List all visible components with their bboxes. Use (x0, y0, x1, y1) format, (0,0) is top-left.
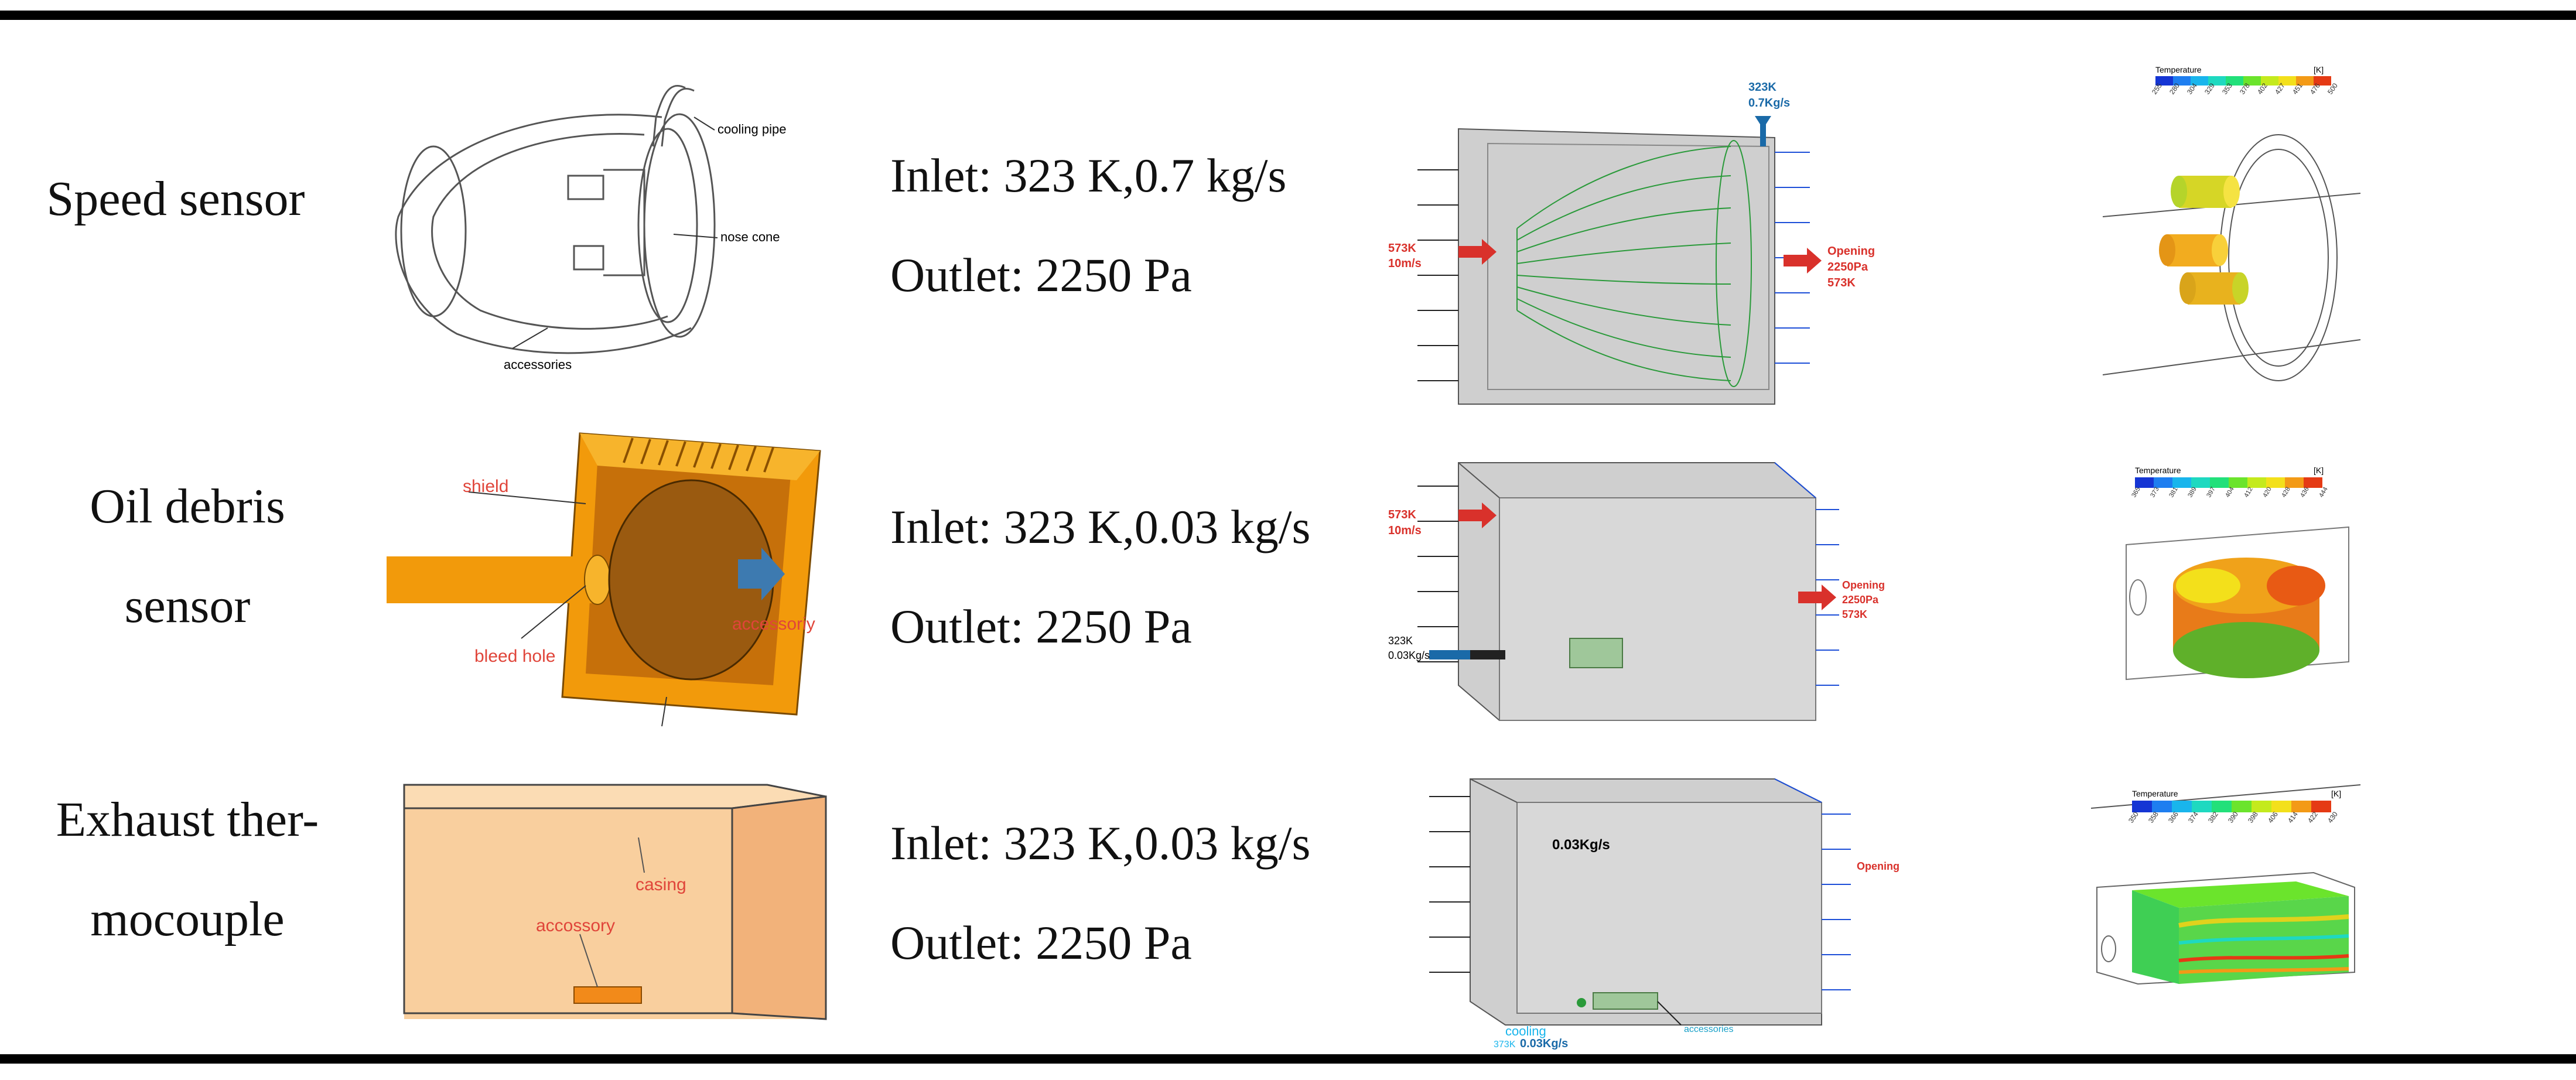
svg-text:573K: 573K (1842, 609, 1867, 620)
svg-text:Opening: Opening (1842, 579, 1885, 591)
svg-text:[K]: [K] (2331, 789, 2341, 798)
component-name: Speed sensor (46, 172, 305, 226)
colorbar (2155, 76, 2331, 86)
svg-text:573K: 573K (1827, 276, 1856, 289)
label-accossory: accossory (536, 916, 615, 935)
svg-text:[K]: [K] (2314, 466, 2324, 475)
boundary-outlet: Outlet: 2250 Pa (890, 916, 1192, 969)
label-cooling-pipe: cooling pipe (718, 122, 786, 136)
svg-text:cooling: cooling (1505, 1024, 1546, 1038)
label-accessories: accessories (504, 357, 572, 372)
oil-debris-sensor-temperature-result: Temperature [K] 365 373 381 389 397 404 … (2126, 466, 2349, 681)
svg-text:2250Pa: 2250Pa (1842, 594, 1879, 606)
table-row: Oil debris sensor shield bleed hole acce… (0, 375, 2576, 727)
oil-debris-sensor-geometry: shield bleed hole accessoriy (387, 432, 821, 727)
svg-text:573K: 573K (1388, 242, 1416, 255)
svg-text:0.03Kg/s: 0.03Kg/s (1520, 1037, 1568, 1050)
svg-text:0.03Kg/s: 0.03Kg/s (1552, 837, 1610, 853)
svg-text:accessories: accessories (1684, 1024, 1733, 1034)
svg-text:Opening: Opening (1857, 860, 1899, 872)
oil-debris-sensor-mesh: 573K 10m/s 323K 0.03Kg/s Opening 2250Pa … (1388, 462, 1885, 721)
svg-text:373K: 373K (1494, 1040, 1516, 1050)
svg-text:10m/s: 10m/s (1388, 524, 1422, 537)
top-rule (0, 11, 2576, 20)
label-bleed-hole: bleed hole (474, 647, 555, 666)
svg-text:323K: 323K (1388, 635, 1413, 647)
speed-sensor-mesh: 573K 10m/s 323K 0.7Kg/s Opening 2250Pa 5… (1388, 81, 1875, 405)
svg-text:10m/s: 10m/s (1388, 257, 1422, 270)
table-row: Exhaust ther- mocouple casing accossory … (0, 726, 2576, 1054)
svg-text:2250Pa: 2250Pa (1827, 261, 1868, 274)
boundary-outlet: Outlet: 2250 Pa (890, 248, 1192, 302)
svg-text:[K]: [K] (2314, 65, 2324, 74)
label-accessoriy: accessoriy (732, 614, 815, 634)
exhaust-thermocouple-mesh: 0.03Kg/s Opening cooling 373K 0.03Kg/s a… (1429, 778, 1899, 1050)
svg-text:Opening: Opening (1827, 245, 1875, 258)
speed-sensor-geometry: cooling pipe nose cone accessories (395, 84, 786, 372)
boundary-outlet: Outlet: 2250 Pa (890, 600, 1192, 653)
svg-text:573K: 573K (1388, 508, 1416, 521)
svg-text:Temperature: Temperature (2155, 65, 2202, 74)
svg-text:323K: 323K (1748, 81, 1776, 94)
label-casing: casing (636, 875, 686, 894)
svg-text:0.7Kg/s: 0.7Kg/s (1748, 97, 1790, 110)
boundary-inlet: Inlet: 323 K,0.03 kg/s (890, 500, 1311, 553)
component-name: Oil debris sensor (90, 479, 285, 633)
boundary-inlet: Inlet: 323 K,0.7 kg/s (890, 149, 1287, 202)
table-row: Speed sensor cooling pipe nose cone acce… (0, 23, 2576, 405)
label-nose-cone: nose cone (720, 230, 780, 244)
svg-text:Temperature: Temperature (2132, 789, 2178, 798)
label-shield: shield (463, 477, 508, 496)
bottom-rule (0, 1054, 2576, 1064)
svg-text:Temperature: Temperature (2135, 466, 2181, 475)
component-name: Exhaust ther- mocouple (56, 792, 319, 946)
svg-text:0.03Kg/s: 0.03Kg/s (1388, 650, 1430, 661)
speed-sensor-temperature-result: Temperature [K] 255 280 304 329 353 378 … (2102, 65, 2361, 381)
exhaust-thermocouple-geometry: casing accossory (403, 784, 827, 1020)
boundary-inlet: Inlet: 323 K,0.03 kg/s (890, 816, 1311, 870)
exhaust-thermocouple-temperature-result: Temperature [K] 350 358 366 374 382 390 … (2090, 784, 2361, 985)
